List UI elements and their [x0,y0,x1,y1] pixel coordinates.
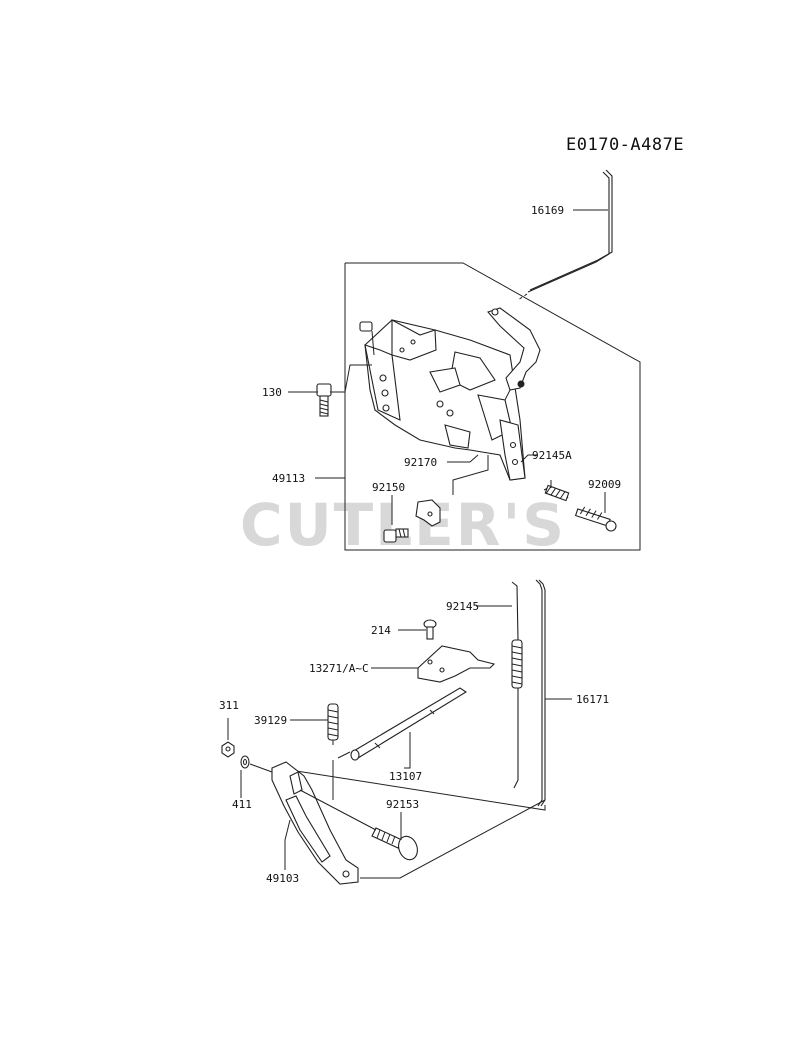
spring-92145 [511,581,523,789]
screw-214 [423,619,437,640]
shaft-13107 [337,687,468,761]
bolt-130 [316,383,332,417]
label-13271: 13271/A~C [309,662,369,675]
nut-311 [221,741,235,758]
throttle-rod-16169 [517,169,613,301]
label-130: 130 [262,386,282,399]
label-16169: 16169 [531,204,564,217]
label-411: 411 [232,798,252,811]
lever-49103 [249,761,359,885]
label-16171: 16171 [576,693,609,706]
label-39129: 39129 [254,714,287,727]
label-311: 311 [219,699,239,712]
label-214: 214 [371,624,391,637]
plate-13271 [417,645,496,683]
label-92145: 92145 [446,600,479,613]
upper-assembly-frame [344,262,641,551]
label-92009: 92009 [588,478,621,491]
screw-92009 [574,506,617,532]
knob-92153 [299,789,418,861]
label-13107: 13107 [389,770,422,783]
label-92150: 92150 [372,481,405,494]
lower-frame-line-top [289,769,546,811]
control-plate-49113 [359,319,526,481]
watermark-text: CUTLER'S [240,491,566,559]
label-49113: 49113 [272,472,305,485]
leader-lines [227,209,608,870]
diagram-code: E0170-A487E [566,135,684,155]
washer-411 [240,755,250,769]
spring-39129 [327,703,339,800]
bolt-92150 [383,528,409,543]
lower-frame-line-bottom [360,799,546,879]
clip-92170 [415,499,441,527]
label-92153: 92153 [386,798,419,811]
spring-92145A [543,484,570,502]
label-92145A: 92145A [532,449,572,462]
throttle-lever [487,307,541,401]
label-92170: 92170 [404,456,437,469]
label-49103: 49103 [266,872,299,885]
choke-rod-16171 [535,579,546,807]
